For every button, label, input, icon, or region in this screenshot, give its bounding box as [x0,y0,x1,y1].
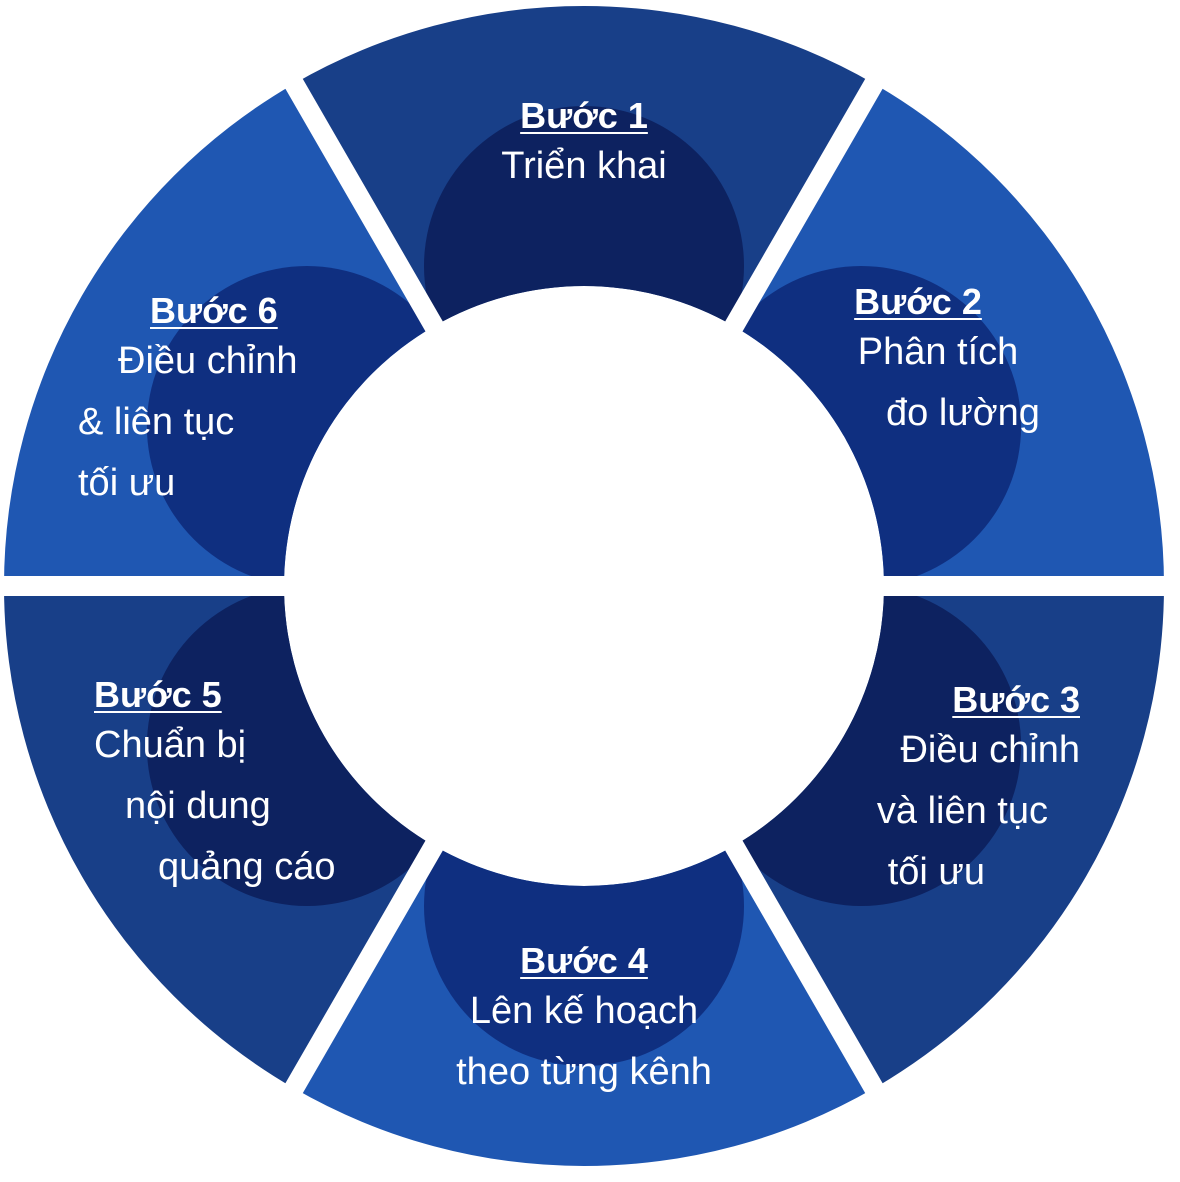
step-4-label: Bước 4 Lên kế hoạch theo từng kênh [384,941,784,1103]
step-4-line-1: Lên kế hoạch [469,990,699,1032]
step-6-line-2: & liên tục [78,401,235,443]
step-4-line-2: theo từng kênh [456,1051,712,1093]
step-6-line-3: tối ưu [78,462,176,504]
step-5-line-2: nội dung [125,785,271,827]
step-1-title: Bước 1 [520,95,648,136]
step-4-title: Bước 4 [520,940,648,981]
step-3-line-3: tối ưu [887,851,985,893]
step-5-label: Bước 5 Chuẩn bị nội dung quảng cáo [94,675,394,898]
segment-divider [722,70,888,336]
step-6-title: Bước 6 [150,290,278,331]
step-5-line-3: quảng cáo [158,846,336,888]
step-1-label: Bước 1 Triển khai [434,96,734,197]
step-2-label: Bước 2 Phân tích đo lường [818,282,1078,444]
inner-cap-step-4 [424,845,744,1066]
checklist-icon [548,803,618,877]
gauge-icon [762,668,844,750]
step-2-line-2: đo lường [886,392,1040,434]
gear-icon [336,419,414,497]
step-5-title: Bước 5 [94,674,222,715]
segment-divider [722,836,888,1102]
megaphone-icon [314,663,406,737]
segment-divider [280,70,446,336]
inner-cap-step-1 [424,106,744,327]
step-1-line-1: Triển khai [501,145,667,187]
step-2-title: Bước 2 [854,281,982,322]
step-2-line-1: Phân tích [857,331,1019,373]
step-3-line-2: và liên tục [876,790,1048,832]
step-6-line-1: Điều chỉnh [118,340,298,382]
step-3-label: Bước 3 Điều chỉnh và liên tục tối ưu [800,680,1080,903]
segment-divider [280,836,446,1102]
person-icon [552,294,622,364]
step-3-line-1: Điều chỉnh [900,729,1080,771]
step-5-line-1: Chuẩn bị [94,724,247,766]
chat-bubble-icon [763,420,849,491]
step-3-title: Bước 3 [952,679,1080,720]
step-6-label: Bước 6 Điều chỉnh & liên tục tối ưu [78,291,378,514]
